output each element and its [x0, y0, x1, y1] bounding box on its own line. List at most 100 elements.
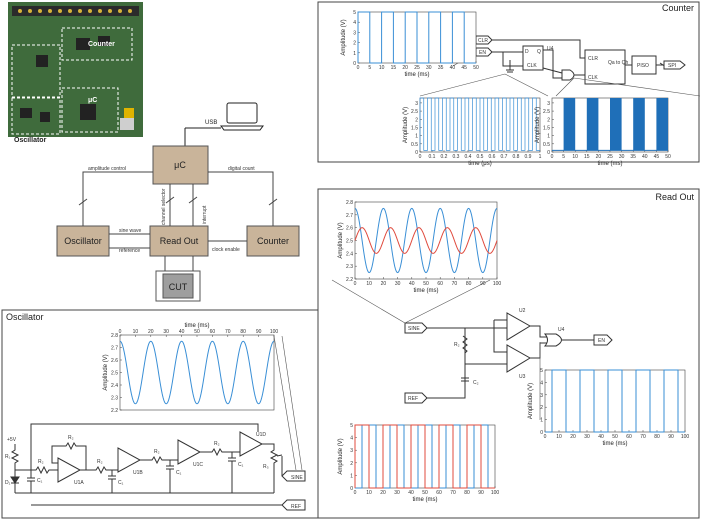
- readout-block-label: Read Out: [160, 236, 199, 246]
- x-tick-label: 60: [437, 281, 443, 287]
- y-tick-label: 0.5: [543, 142, 550, 148]
- x-tick-label: 0.2: [441, 154, 448, 160]
- resistor-r2-label: R₂: [38, 459, 44, 465]
- x-tick-label: 60: [436, 490, 442, 496]
- x-tick-label: 10: [572, 154, 578, 160]
- y-tick-label: 2.8: [346, 200, 353, 206]
- readout-block: [149, 225, 209, 257]
- x-tick-label: 30: [163, 329, 169, 335]
- y-axis-label: Amplitude (V): [338, 438, 344, 474]
- flipflop-u4: [522, 45, 544, 71]
- x-tick-label: 35: [630, 154, 636, 160]
- y-tick-label: 0: [353, 61, 356, 67]
- x-tick-label: 0.1: [429, 154, 436, 160]
- x-tick-label: 20: [570, 434, 576, 440]
- x-tick-label: 40: [179, 329, 185, 335]
- y-tick-label: 2: [350, 461, 353, 467]
- counter-region: [61, 27, 133, 61]
- opamp-u1d-label: U1D: [256, 432, 266, 438]
- opamp-u1b: [117, 447, 142, 473]
- pin-row: [18, 9, 132, 13]
- x-tick-label: 70: [225, 329, 231, 335]
- y-tick-label: 1: [353, 51, 356, 57]
- x-tick-label: 0: [354, 490, 357, 496]
- x-tick-label: 15: [584, 154, 590, 160]
- x-axis-label: time (ms): [414, 288, 439, 294]
- capacitor-c2: [461, 377, 469, 382]
- series-line-0: [357, 11, 476, 64]
- x-tick-label: 50: [422, 490, 428, 496]
- potentiometer-r3: [262, 443, 279, 493]
- capacitor-stage3: [166, 460, 174, 493]
- x-axis-label: time (ms): [405, 72, 430, 78]
- x-tick-label: 50: [665, 154, 671, 160]
- y-tick-label: 3: [547, 101, 550, 107]
- x-tick-label: 10: [379, 65, 385, 71]
- y-tick-label: 1: [415, 134, 418, 140]
- block-diagram: USB μC Oscillator Read Out Counter CUT a…: [56, 102, 300, 302]
- x-tick-label: 0.7: [501, 154, 508, 160]
- zoom-lines: [331, 279, 491, 324]
- reference-label: reference: [119, 248, 140, 254]
- flipflop-clk-label: CLK: [527, 63, 537, 69]
- x-tick-label: 40: [450, 65, 456, 71]
- x-tick-label: 60: [210, 329, 216, 335]
- opamp-u1c-label: U1C: [193, 462, 203, 468]
- burst-bar: [656, 98, 668, 151]
- x-tick-label: 30: [584, 434, 590, 440]
- photo-label-oscillator: Oscillator: [14, 137, 47, 144]
- en-port-label: EN: [479, 50, 486, 56]
- y-tick-label: 2: [353, 41, 356, 47]
- sine-port: [404, 322, 428, 334]
- readout-panel-title: Read Out: [655, 192, 694, 202]
- chip: [40, 112, 50, 122]
- x-tick-label: 45: [654, 154, 660, 160]
- oscillator-block: [56, 225, 110, 257]
- opamp-u1c: [177, 439, 202, 465]
- capacitor-stage3-label: C₁: [176, 470, 182, 476]
- series-line-1: [354, 227, 498, 254]
- series-line-0: [119, 340, 275, 405]
- y-tick-label: 0: [415, 150, 418, 156]
- sine-port-label: SINE: [291, 475, 303, 481]
- usb-label: USB: [205, 120, 217, 126]
- counter-clr-label: CLR: [588, 56, 598, 62]
- amplitude-control-label: amplitude control: [88, 166, 126, 172]
- x-axis-label: time (ms): [598, 161, 623, 167]
- photo-label-uc: μC: [88, 97, 97, 104]
- spi-port: [663, 60, 686, 70]
- ground-icon: [506, 60, 514, 73]
- counter-block: [246, 225, 300, 257]
- x-tick-label: 10: [133, 329, 139, 335]
- y-tick-label: 1.5: [543, 125, 550, 131]
- component: [124, 108, 134, 118]
- resistor-stage3-label: R₂: [154, 449, 160, 455]
- board-photo: Counter μC Oscillator: [8, 2, 143, 144]
- series-line-0: [354, 207, 498, 274]
- y-tick-label: 2.5: [346, 239, 353, 245]
- y-tick-label: 5: [540, 368, 543, 374]
- x-tick-label: 0.3: [453, 154, 460, 160]
- cut-block: [162, 273, 194, 299]
- x-tick-label: 40: [642, 154, 648, 160]
- spi-port-label: SPI: [668, 63, 676, 69]
- plot-area: [119, 334, 275, 411]
- x-tick-label: 80: [464, 490, 470, 496]
- x-tick-label: 40: [598, 434, 604, 440]
- x-tick-label: 100: [493, 281, 502, 287]
- uc-region: [61, 87, 119, 133]
- oscillator-block-label: Oscillator: [64, 236, 102, 246]
- y-tick-label: 5: [350, 423, 353, 429]
- potentiometer-r3-label: R₃: [263, 464, 269, 470]
- sine-wave-label: sine wave: [119, 228, 141, 234]
- x-tick-label: 50: [612, 434, 618, 440]
- x-tick-label: 90: [480, 281, 486, 287]
- y-tick-label: 3: [353, 30, 356, 36]
- photo-label-counter: Counter: [88, 41, 115, 48]
- and-gate: [561, 69, 575, 81]
- flipflop-q-label: Q: [537, 49, 541, 55]
- comparator-u3: [506, 344, 531, 373]
